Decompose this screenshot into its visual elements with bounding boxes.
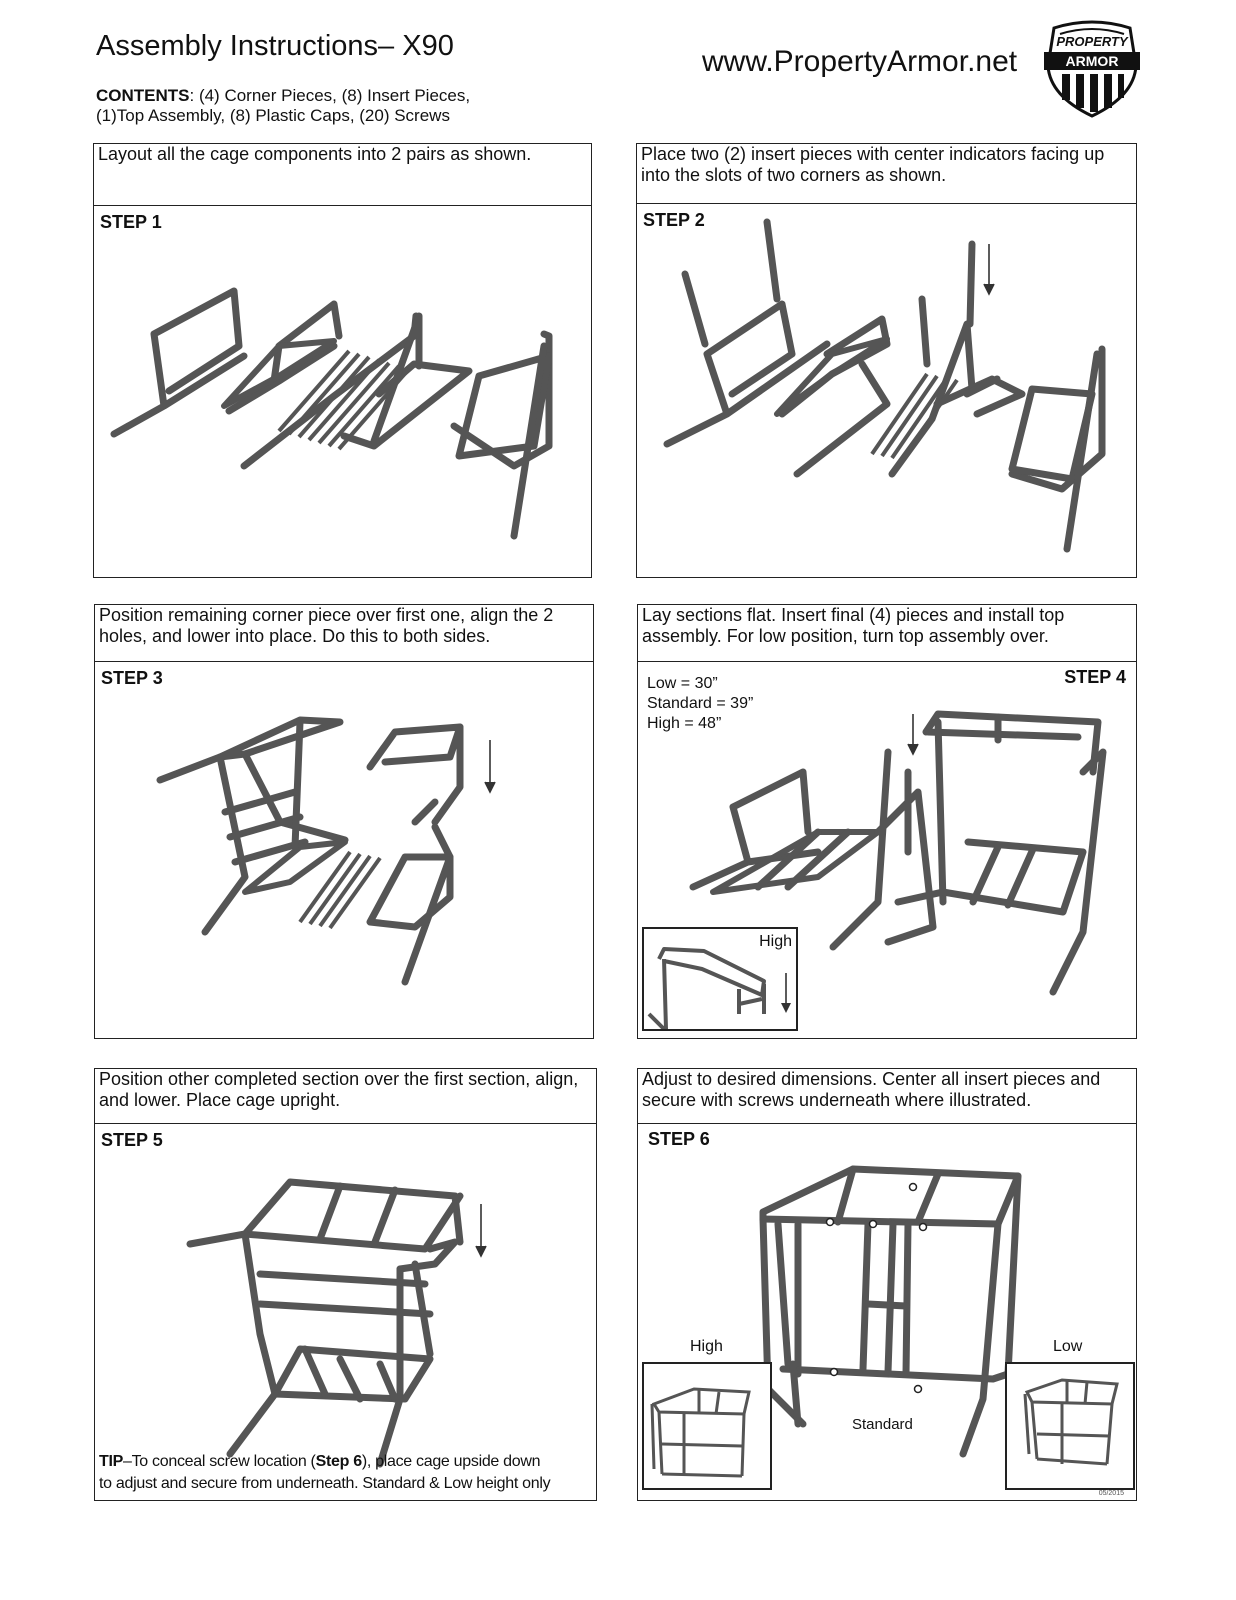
high-inset-illustration <box>647 947 791 1029</box>
step6-caption-box: Adjust to desired dimensions. Center all… <box>637 1068 1137 1124</box>
step3-down-arrow <box>484 740 496 794</box>
step4-panel: STEP 4 Low = 30” Standard = 39” High = 4… <box>637 661 1137 1039</box>
step6-high-inset <box>642 1362 772 1490</box>
low-cage-illustration <box>1023 1378 1119 1466</box>
step2-caption: Place two (2) insert pieces with center … <box>641 144 1105 185</box>
step4-inset-label: High <box>759 933 792 950</box>
step4-illustration <box>689 710 1107 996</box>
step6-low-inset <box>1005 1362 1135 1490</box>
step1-panel: STEP 1 <box>93 205 592 578</box>
step6-label: STEP 6 <box>648 1129 710 1149</box>
step6-standard-label: Standard <box>852 1416 913 1433</box>
screw-markers <box>825 1182 928 1394</box>
step5-illustration <box>186 1178 487 1468</box>
step4-down-arrow <box>907 714 919 756</box>
step4-caption-box: Lay sections flat. Insert final (4) piec… <box>637 604 1137 662</box>
contents-line1: : (4) Corner Pieces, (8) Insert Pieces, <box>189 86 471 105</box>
tip-label: TIP <box>99 1453 123 1470</box>
logo-top-text: PROPERTY <box>1056 34 1129 49</box>
step2-label: STEP 2 <box>643 210 705 230</box>
step5-down-arrow <box>475 1204 487 1258</box>
step3-label: STEP 3 <box>101 668 163 688</box>
step2-caption-box: Place two (2) insert pieces with center … <box>636 143 1137 204</box>
step2-illustration <box>663 218 1106 553</box>
contents-list: CONTENTS: (4) Corner Pieces, (8) Insert … <box>96 86 536 126</box>
step1-illustration <box>110 287 553 540</box>
height-high: High = 48” <box>647 715 722 732</box>
step5-caption-box: Position other completed section over th… <box>94 1068 597 1124</box>
step6-low-label: Low <box>1053 1338 1083 1355</box>
contents-label: CONTENTS <box>96 86 190 105</box>
step3-illustration <box>156 716 496 986</box>
step2-panel: STEP 2 <box>636 203 1137 578</box>
high-cage-illustration <box>650 1387 751 1478</box>
step2-down-arrow <box>983 244 995 296</box>
step5-panel: STEP 5 TIP–To conceal screw location (St… <box>94 1123 597 1501</box>
tip-line2: to adjust and secure from underneath. St… <box>99 1475 551 1492</box>
step5-label: STEP 5 <box>101 1130 163 1150</box>
property-armor-logo: PROPERTY ARMOR <box>1044 20 1140 118</box>
step4-label: STEP 4 <box>1064 667 1126 687</box>
step6-high-label: High <box>690 1338 723 1355</box>
step4-caption: Lay sections flat. Insert final (4) piec… <box>642 605 1065 646</box>
step6-illustration <box>759 1165 1022 1458</box>
step4-high-inset: High <box>642 927 798 1031</box>
tip-text1: –To conceal screw location ( <box>123 1453 316 1470</box>
step5-caption: Position other completed section over th… <box>99 1069 579 1110</box>
step6-panel: STEP 6 High Low Standard <box>637 1123 1137 1501</box>
revision-date: 05/2015 <box>1098 1490 1124 1497</box>
step1-label: STEP 1 <box>100 212 162 232</box>
logo-band-text: ARMOR <box>1066 53 1119 69</box>
height-options: Low = 30” Standard = 39” High = 48” <box>647 674 753 734</box>
website-url: www.PropertyArmor.net <box>702 45 1018 78</box>
step6-caption: Adjust to desired dimensions. Center all… <box>642 1069 1101 1110</box>
step3-panel: STEP 3 <box>94 661 594 1039</box>
step5-tip: TIP–To conceal screw location (Step 6), … <box>99 1451 551 1495</box>
tip-step-ref: Step 6 <box>315 1453 363 1470</box>
height-low: Low = 30” <box>647 675 718 692</box>
tip-text2: ), place cage upside down <box>361 1453 541 1470</box>
step1-caption-box: Layout all the cage components into 2 pa… <box>93 143 592 206</box>
step3-caption-box: Position remaining corner piece over fir… <box>94 604 594 662</box>
page-title: Assembly Instructions– X90 <box>96 30 454 62</box>
step3-caption: Position remaining corner piece over fir… <box>99 605 554 646</box>
contents-line2: (1)Top Assembly, (8) Plastic Caps, (20) … <box>96 106 450 125</box>
height-standard: Standard = 39” <box>647 695 754 712</box>
step1-caption: Layout all the cage components into 2 pa… <box>98 144 532 164</box>
